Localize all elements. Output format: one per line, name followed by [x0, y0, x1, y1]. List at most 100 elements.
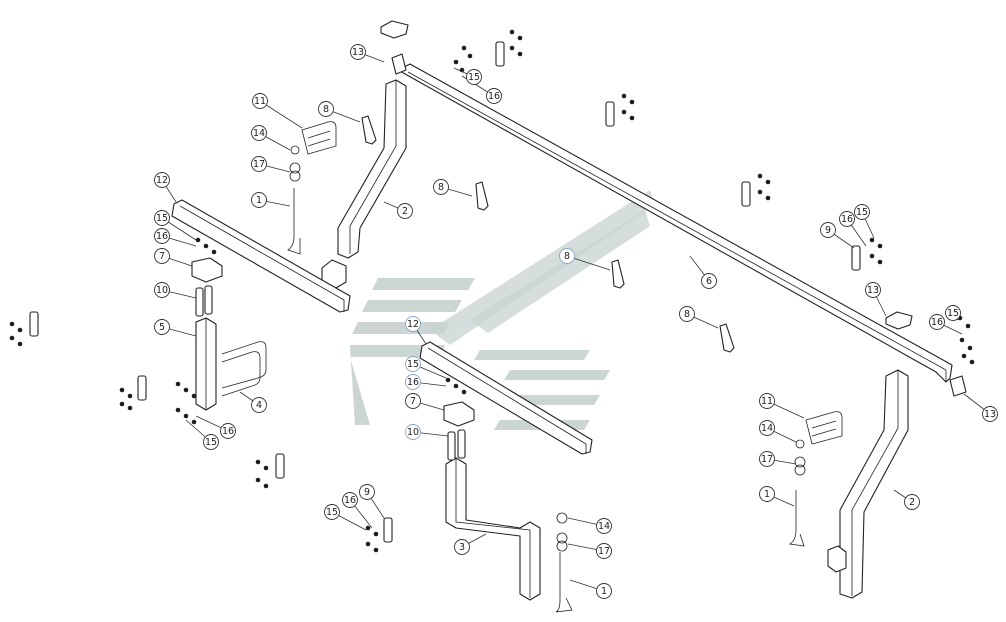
callout-13: 13: [982, 406, 998, 422]
callout-label: 4: [256, 400, 262, 411]
callout-label: 14: [761, 423, 773, 434]
callout-circle: [154, 172, 170, 188]
callout-11: 11: [759, 393, 775, 409]
callout-2: 2: [397, 203, 413, 219]
callout-15: 15: [466, 69, 482, 85]
callout-circle: [839, 211, 855, 227]
callout-16: 16: [839, 211, 855, 227]
callout-circle: [154, 210, 170, 226]
callout-label: 16: [156, 231, 168, 242]
callout-label: 16: [407, 377, 419, 388]
callout-label: 8: [323, 104, 329, 115]
callout-circle: [759, 486, 775, 502]
callout-14: 14: [596, 518, 612, 534]
callout-circle: [466, 69, 482, 85]
callout-circle: [405, 374, 421, 390]
part-14-17-washers: [289, 145, 806, 552]
callout-circle: [324, 504, 340, 520]
callout-label: 17: [761, 454, 773, 465]
callout-11: 11: [252, 93, 268, 109]
callout-14: 14: [251, 125, 267, 141]
callout-5: 5: [154, 319, 170, 335]
callout-circle: [251, 192, 267, 208]
callout-circle: [318, 101, 334, 117]
callout-16: 16: [405, 374, 421, 390]
callout-7: 7: [405, 393, 421, 409]
callout-label: 15: [326, 507, 338, 518]
callout-label: 7: [159, 251, 165, 262]
callout-label: 11: [254, 96, 266, 107]
callout-circle: [454, 539, 470, 555]
callout-16: 16: [154, 228, 170, 244]
callout-15: 15: [405, 356, 421, 372]
callout-13: 13: [350, 44, 366, 60]
part-7-bracket-center: [443, 401, 475, 427]
callout-13: 13: [865, 282, 881, 298]
callout-17: 17: [596, 543, 612, 559]
callout-circle: [904, 494, 920, 510]
callout-circle: [596, 543, 612, 559]
callout-label: 1: [601, 586, 607, 597]
callout-7: 7: [154, 248, 170, 264]
part-11-clamp-right: [805, 411, 843, 445]
callout-3: 3: [454, 539, 470, 555]
callout-label: 10: [407, 427, 419, 438]
callout-16: 16: [342, 492, 358, 508]
part-3-center-post: [445, 457, 541, 601]
callout-label: 7: [410, 396, 416, 407]
callout-label: 16: [344, 495, 356, 506]
callout-circle: [154, 228, 170, 244]
callout-label: 6: [706, 276, 712, 287]
callout-label: 12: [407, 319, 419, 330]
callout-10: 10: [154, 282, 170, 298]
callout-16: 16: [220, 423, 236, 439]
callout-12: 12: [154, 172, 170, 188]
callout-4: 4: [251, 397, 267, 413]
callout-label: 5: [159, 322, 165, 333]
part-2-right-post: [827, 369, 909, 599]
callout-circle: [679, 306, 695, 322]
callout-14: 14: [759, 420, 775, 436]
part-12-crossbar-left: [171, 199, 351, 313]
callout-8: 8: [679, 306, 695, 322]
callout-circle: [154, 319, 170, 335]
callout-8: 8: [318, 101, 334, 117]
callout-circle: [251, 397, 267, 413]
callout-circle: [154, 282, 170, 298]
leader-line: [259, 100, 303, 129]
callout-label: 17: [253, 159, 265, 170]
callout-circle: [759, 451, 775, 467]
part-9-plates: [29, 41, 861, 543]
callout-9: 9: [359, 484, 375, 500]
callout-label: 17: [598, 546, 610, 557]
callout-15: 15: [203, 434, 219, 450]
callout-label: 11: [761, 396, 773, 407]
callout-label: 15: [947, 308, 959, 319]
callout-label: 15: [468, 72, 480, 83]
callout-circle: [854, 204, 870, 220]
callout-8: 8: [433, 179, 449, 195]
callout-label: 14: [253, 128, 265, 139]
part-2-left-post: [321, 79, 407, 289]
callout-1: 1: [596, 583, 612, 599]
callout-circle: [405, 316, 421, 332]
callout-circle: [405, 393, 421, 409]
callout-label: 16: [222, 426, 234, 437]
callout-circle: [433, 179, 449, 195]
callout-15: 15: [945, 305, 961, 321]
callout-label: 16: [841, 214, 853, 225]
callout-circle: [251, 156, 267, 172]
part-15-16-fasteners: [9, 29, 975, 553]
callout-15: 15: [324, 504, 340, 520]
callout-circle: [945, 305, 961, 321]
part-6-main-beam: [397, 63, 953, 383]
callout-label: 12: [156, 175, 168, 186]
callout-2: 2: [904, 494, 920, 510]
callout-1: 1: [251, 192, 267, 208]
callout-label: 8: [684, 309, 690, 320]
callout-circle: [203, 434, 219, 450]
callout-circle: [759, 393, 775, 409]
callout-label: 15: [205, 437, 217, 448]
callout-6: 6: [701, 273, 717, 289]
